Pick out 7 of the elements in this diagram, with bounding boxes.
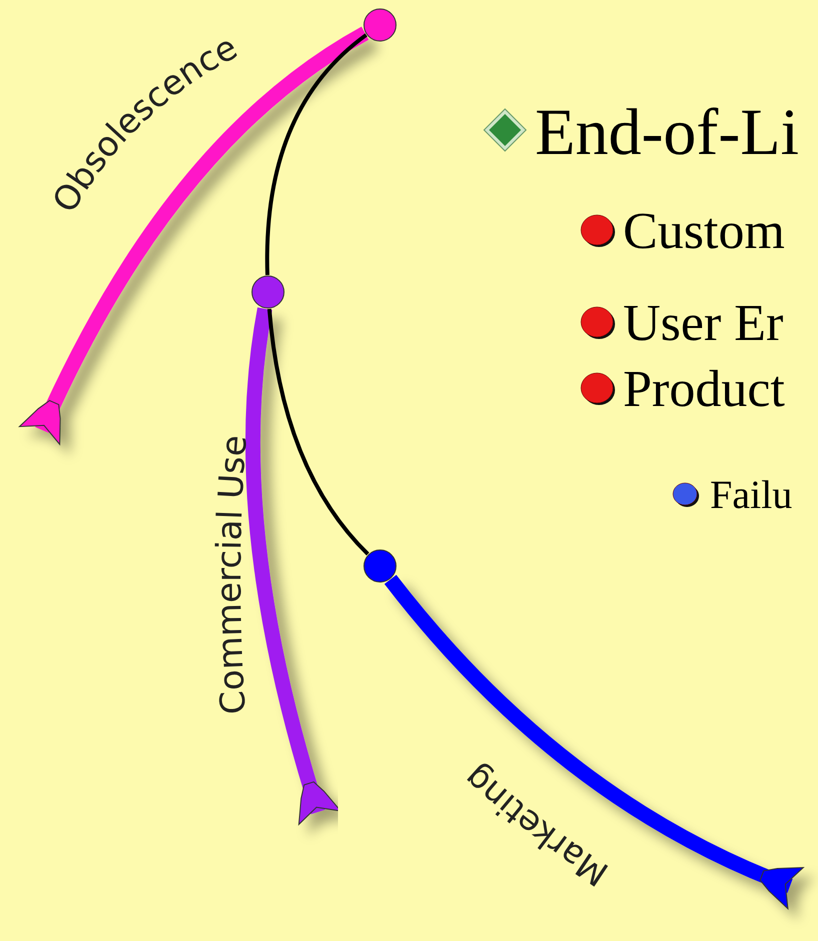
heading-text: End-of-Li	[535, 100, 799, 166]
list-item-text: Product	[623, 364, 785, 416]
list-item-text: User Er	[623, 298, 784, 350]
list-item-text: Failu	[710, 475, 792, 515]
connector-line	[267, 308, 370, 556]
connector-line	[265, 33, 368, 276]
list-item-text: Custom	[623, 206, 785, 258]
